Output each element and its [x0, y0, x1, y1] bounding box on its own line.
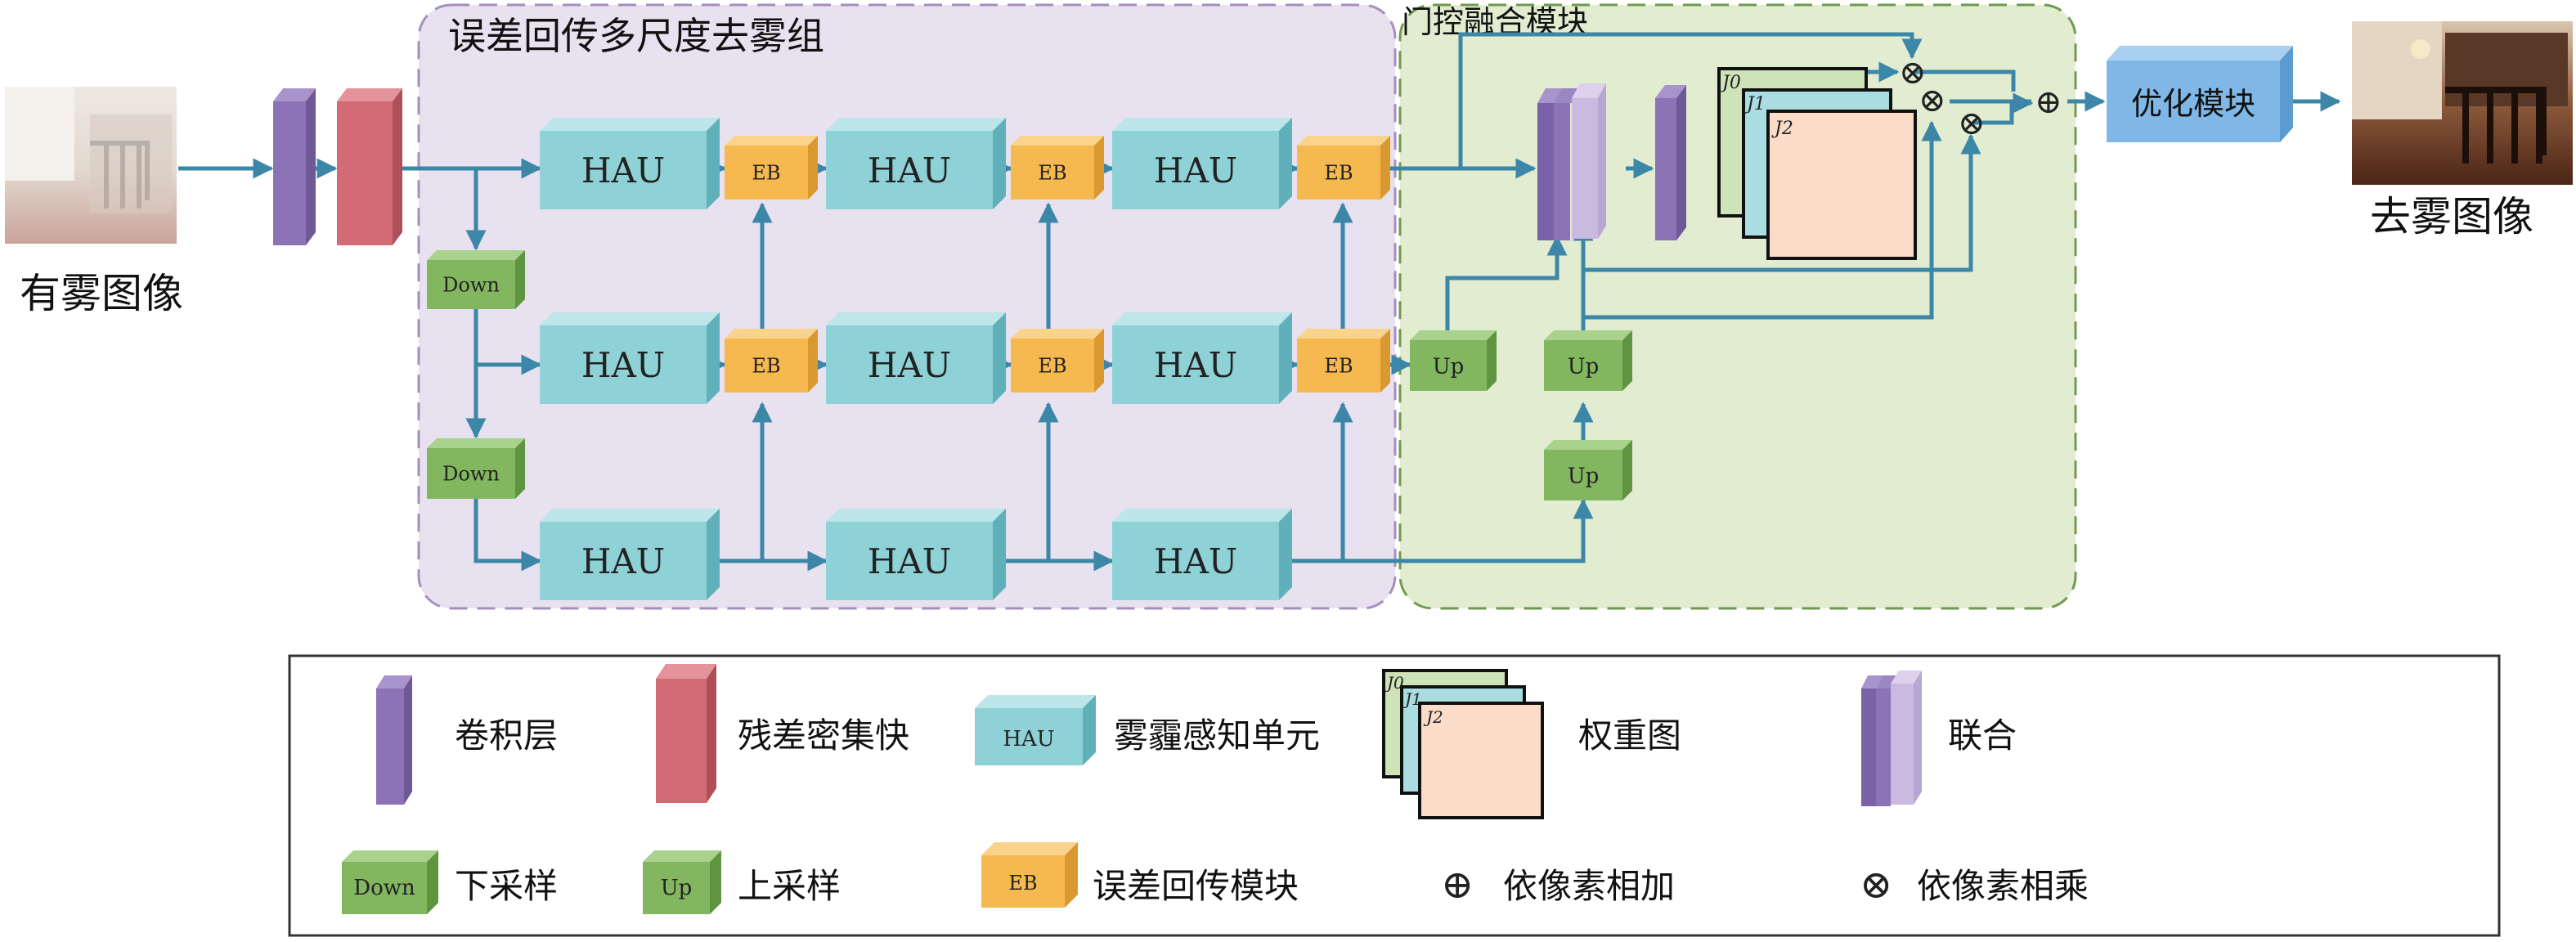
gate-conv-layer: [1655, 85, 1686, 240]
input-residual-dense-block: [337, 88, 402, 245]
eb-r2-c1: EB: [725, 329, 818, 392]
legend-mul-symbol: ⊗: [1860, 862, 1892, 908]
legend-mul-label: 依像素相乘: [1917, 866, 2089, 906]
hau-r2-c2-label: HAU: [868, 345, 951, 385]
legend-down-icon: [342, 850, 438, 914]
eb-r1-c1: EB: [725, 136, 818, 200]
legend-add-label: 依像素相加: [1503, 866, 1675, 906]
eb-r2-c2: EB: [1011, 329, 1104, 392]
eb-r1-c2-label: EB: [1038, 162, 1066, 185]
eb-r1-c2: EB: [1011, 136, 1104, 200]
legend-eb-icon-label: EB: [1008, 872, 1037, 895]
legend-rdb-icon: [656, 664, 716, 803]
hau-r2-c3: HAU: [1112, 312, 1292, 404]
multiply-op-1: ⊗: [1899, 54, 1927, 92]
eb-r2-c2-label: EB: [1038, 355, 1066, 378]
block-layer: HAU EB HAU EB HAU EB HAU EB HAU EB HAU EB HAU HAU HAU D…: [427, 118, 1632, 600]
legend-conv-icon: [376, 675, 412, 805]
hau-r1-c1: HAU: [540, 118, 720, 209]
down-block-2-label: Down: [442, 463, 500, 486]
eb-r2-c1-label: EB: [752, 355, 780, 378]
hau-r1-c2: HAU: [826, 118, 1006, 209]
ebms-group-title: 误差回传多尺度去雾组: [448, 14, 824, 58]
hau-r3-c3-label: HAU: [1154, 541, 1237, 581]
legend-weight-j1: J1: [1402, 689, 1422, 709]
legend-down-icon-label: Down: [353, 876, 415, 900]
hau-r2-c3-label: HAU: [1154, 345, 1237, 385]
hau-r2-c1-label: HAU: [581, 345, 665, 385]
hau-r3-c1-label: HAU: [581, 541, 665, 581]
hau-r3-c3: HAU: [1112, 509, 1292, 600]
hau-r3-c1: HAU: [540, 509, 720, 600]
hau-r3-c2-label: HAU: [868, 541, 951, 581]
legend-up-icon: [643, 850, 721, 914]
hau-r2-c1: HAU: [540, 312, 720, 404]
up-block-mid-label: Up: [1568, 354, 1600, 379]
weight-maps: [1717, 67, 1917, 260]
hau-r1-c2-label: HAU: [868, 150, 951, 191]
legend-eb-label: 误差回传模块: [1093, 866, 1299, 906]
hau-r2-c2: HAU: [826, 312, 1006, 404]
add-op: ⊕: [2035, 83, 2062, 121]
up-block-low: Up: [1544, 440, 1632, 500]
concat-block: [1537, 83, 1606, 240]
legend-add-symbol: ⊕: [1441, 862, 1474, 908]
weight-map-j0-label: J0: [1719, 73, 1741, 93]
weight-map-j1-label: J1: [1744, 94, 1766, 114]
hazy-input-image: [5, 87, 177, 244]
eb-r1-c3: EB: [1297, 136, 1390, 200]
legend-eb-icon: [981, 842, 1078, 908]
legend-weight-label: 权重图: [1578, 715, 1681, 756]
multiply-op-2: ⊗: [1919, 82, 1946, 119]
legend-hau-icon: [975, 695, 1096, 765]
eb-r1-c1-label: EB: [752, 162, 780, 185]
down-block-1-label: Down: [442, 274, 500, 297]
optimize-module: [2107, 46, 2293, 142]
up-block-low-label: Up: [1568, 464, 1600, 488]
optimize-module-label: 优化模块: [2131, 86, 2255, 122]
up-block-r2: Up: [1410, 330, 1497, 391]
arrow-down2-hau31: [473, 499, 542, 572]
legend-weight-j2: J2: [1423, 707, 1443, 727]
up-block-mid: Up: [1544, 330, 1632, 391]
eb-r2-c3-label: EB: [1324, 355, 1353, 378]
legend-weight-j0: J0: [1384, 673, 1404, 693]
input-conv-layer: [273, 88, 316, 245]
legend-hau-label: 雾霾感知单元: [1114, 715, 1320, 756]
legend-up-label: 上采样: [738, 866, 841, 906]
down-block-2: Down: [427, 438, 525, 499]
hau-r1-c3-label: HAU: [1154, 150, 1237, 191]
dehazed-output-image: [2352, 21, 2573, 185]
legend-up-icon-label: Up: [661, 876, 693, 900]
output-label: 去雾图像: [2370, 193, 2533, 240]
weight-map-j2: [1766, 110, 1917, 260]
legend-rdb-label: 残差密集快: [738, 715, 909, 756]
legend-down-label: 下采样: [455, 866, 558, 906]
legend-concat-icon: [1861, 671, 1922, 806]
arrow-row3-to-up: [1279, 498, 1594, 563]
hau-r1-c1-label: HAU: [581, 150, 665, 191]
multiply-op-3: ⊗: [1958, 105, 1986, 142]
up-block-r2-label: Up: [1433, 354, 1465, 379]
legend-conv-label: 卷积层: [455, 715, 558, 756]
eb-r2-c3: EB: [1297, 329, 1390, 392]
down-block-1: Down: [427, 250, 525, 309]
input-label: 有雾图像: [20, 270, 183, 317]
hau-r3-c2: HAU: [826, 509, 1006, 600]
weight-map-j2-label: J2: [1771, 119, 1793, 139]
legend-concat-label: 联合: [1948, 715, 2017, 756]
hau-r1-c3: HAU: [1112, 118, 1292, 209]
legend-hau-icon-label: HAU: [1003, 727, 1054, 751]
legend-weight-icon: [1382, 669, 1544, 819]
eb-r1-c3-label: EB: [1324, 162, 1353, 185]
